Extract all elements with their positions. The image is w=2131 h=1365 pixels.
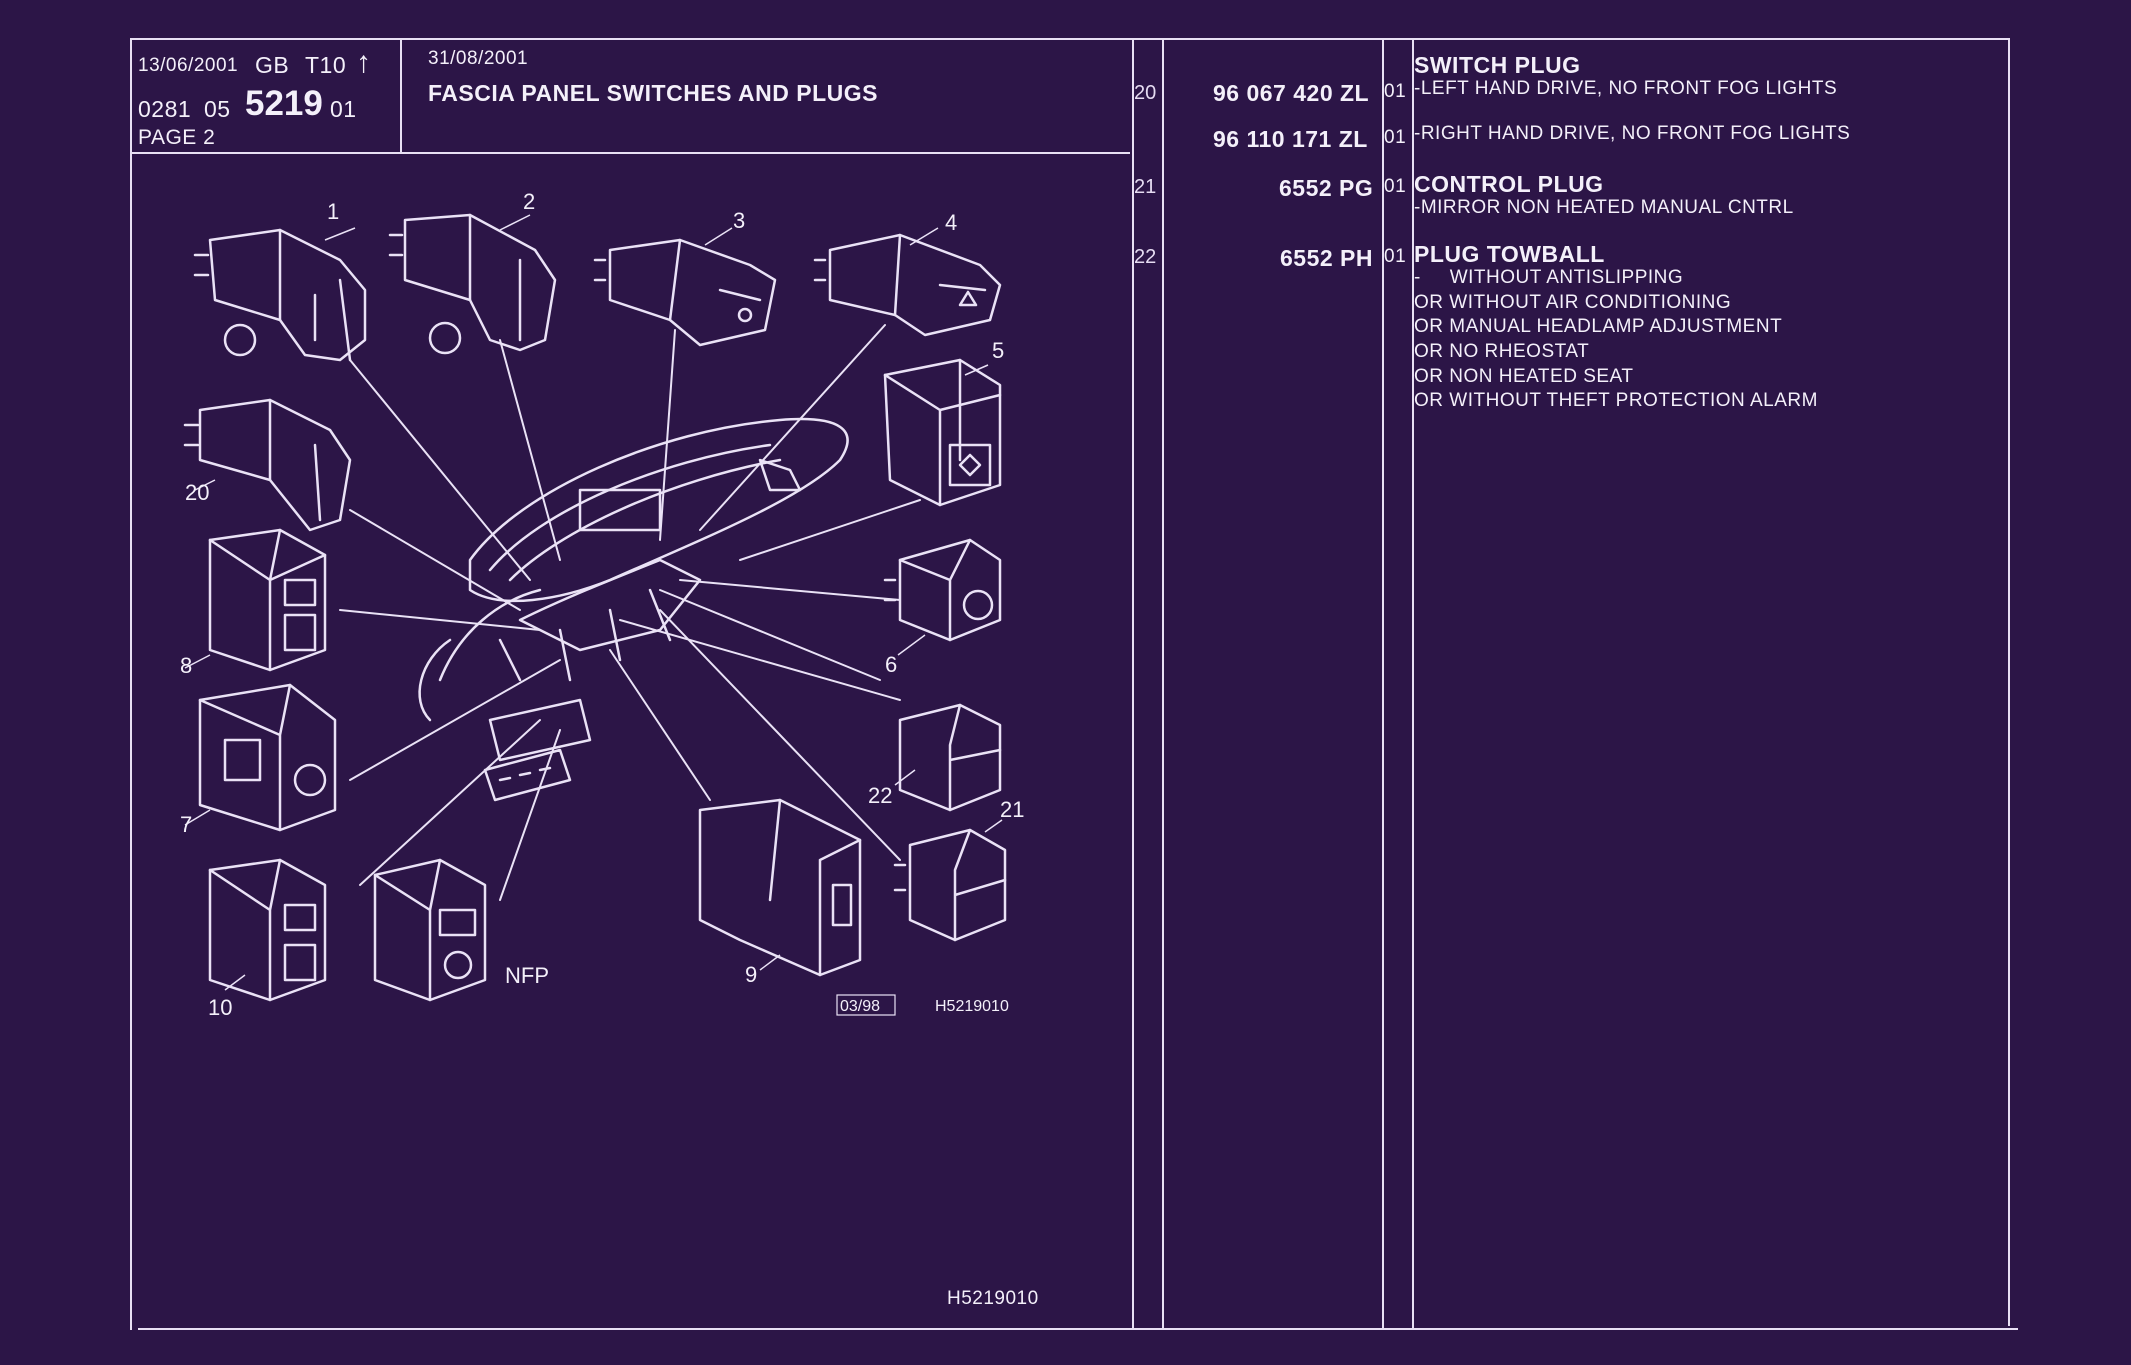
column-divider-1 (1132, 40, 1134, 1328)
switch-21-drawing (893, 828, 1007, 942)
header-group-suffix: 01 (330, 96, 357, 122)
parts-diagram: 1 2 3 4 5 20 8 6 7 22 21 10 NFP 9 03/98 … (180, 189, 1024, 1020)
part-ref: 6552 PG (1279, 175, 1374, 201)
switch-8-drawing (208, 528, 327, 672)
callout-nfp: NFP (505, 963, 549, 988)
part-desc: OR NO RHEOSTAT (1414, 341, 1590, 362)
part-qty: 01 (1384, 127, 1407, 148)
part-desc: OR WITHOUT THEFT PROTECTION ALARM (1414, 390, 1818, 411)
up-arrow-icon: ↑ (356, 46, 372, 79)
callout-22: 22 (868, 783, 892, 808)
callout-2: 2 (523, 189, 535, 214)
column-divider-2 (1162, 40, 1164, 1328)
callout-5: 5 (992, 338, 1004, 363)
part-heading: PLUG TOWBALL (1414, 241, 1605, 267)
header-left-divider (400, 40, 402, 153)
header-date-right: 31/08/2001 (428, 48, 529, 69)
header-date-left: 13/06/2001 (138, 55, 239, 76)
part-ref: 96 110 171 ZL (1213, 126, 1368, 152)
column-divider-4 (1412, 40, 1414, 1328)
header-model: T10 (305, 52, 347, 78)
part-qty: 01 (1384, 81, 1407, 102)
part-index: 22 (1134, 246, 1157, 268)
connector-drawing (483, 748, 572, 802)
switch-4-drawing (813, 233, 1002, 337)
fascia-panel-drawing (418, 417, 849, 762)
callout-3: 3 (733, 208, 745, 233)
switch-22-drawing (898, 703, 1002, 812)
callout-9: 9 (745, 962, 757, 987)
part-desc: OR WITHOUT AIR CONDITIONING (1414, 292, 1732, 313)
switch-3-drawing (593, 238, 777, 347)
frame-top-line (130, 38, 2008, 40)
header-page: PAGE 2 (138, 126, 216, 149)
part-ref: 96 067 420 ZL (1213, 80, 1370, 106)
page-title: FASCIA PANEL SWITCHES AND PLUGS (428, 80, 878, 106)
switch-1-drawing (193, 228, 367, 362)
switch-9-drawing (698, 798, 862, 977)
switch-6-drawing (883, 538, 1002, 642)
part-desc: -LEFT HAND DRIVE, NO FRONT FOG LIGHTS (1414, 78, 1838, 99)
frame-right-line (2008, 38, 2010, 1326)
switch-5-drawing (883, 358, 1002, 507)
callout-10: 10 (208, 995, 232, 1020)
part-desc: - WITHOUT ANTISLIPPING (1414, 267, 1684, 288)
part-desc: OR NON HEATED SEAT (1414, 366, 1634, 387)
part-qty: 01 (1384, 246, 1407, 267)
diagram-ref-bottom: H5219010 (947, 1288, 1039, 1309)
diagram-date-box: 03/98 (840, 998, 880, 1015)
part-index: 21 (1134, 176, 1157, 198)
part-heading: SWITCH PLUG (1414, 52, 1581, 78)
header-country: GB (255, 52, 290, 78)
callout-6: 6 (885, 652, 897, 677)
column-divider-3 (1382, 40, 1384, 1328)
part-desc: -RIGHT HAND DRIVE, NO FRONT FOG LIGHTS (1414, 123, 1851, 144)
switch-10-drawing (208, 858, 327, 1002)
switch-7-drawing (198, 683, 337, 832)
header-group: 5219 (245, 84, 323, 123)
callout-21: 21 (1000, 797, 1024, 822)
header-code-b: 05 (204, 96, 231, 122)
callout-1: 1 (327, 199, 339, 224)
callout-7: 7 (180, 812, 192, 837)
part-desc: OR MANUAL HEADLAMP ADJUSTMENT (1414, 316, 1783, 337)
part-desc: -MIRROR NON HEATED MANUAL CNTRL (1414, 197, 1794, 218)
switch-2-drawing (388, 213, 557, 355)
part-heading: CONTROL PLUG (1414, 171, 1604, 197)
callout-20: 20 (185, 480, 209, 505)
frame-left-line (130, 38, 132, 1330)
header-bottom-line (130, 152, 1130, 154)
leader-lines (339, 324, 921, 901)
part-index: 20 (1134, 82, 1157, 104)
switch-nfp-drawing (373, 858, 487, 1002)
switch-20-drawing (183, 398, 352, 532)
header-code-a: 0281 (138, 96, 192, 122)
callout-4: 4 (945, 210, 957, 235)
callout-8: 8 (180, 653, 192, 678)
part-qty: 01 (1384, 176, 1407, 197)
diagram-ref-inner: H5219010 (935, 998, 1009, 1015)
frame-bottom-line (138, 1328, 2018, 1330)
part-ref: 6552 PH (1280, 245, 1374, 271)
